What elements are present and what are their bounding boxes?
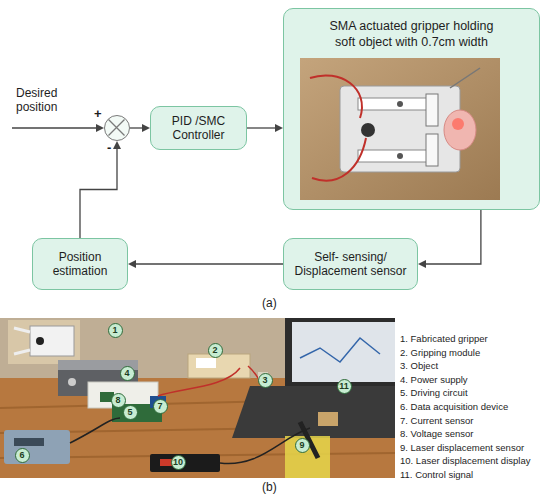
flow-arrow	[128, 260, 283, 268]
sign-label: -	[107, 141, 111, 154]
arrow-head	[96, 124, 104, 132]
callout-number: 6	[15, 448, 30, 463]
soft-object	[444, 110, 476, 150]
knob	[68, 378, 76, 386]
plot-line	[300, 338, 380, 362]
connector-line	[130, 127, 142, 128]
wire	[450, 68, 480, 88]
part-list-item: 1. Fabricated gripper	[400, 333, 488, 345]
part-list-item: 8. Voltage sensor	[400, 428, 473, 440]
subfigure-label: (b)	[262, 480, 277, 494]
callout-number: 8	[111, 393, 126, 408]
gripper-finger	[426, 94, 438, 126]
part-list-item: 7. Current sensor	[400, 415, 473, 427]
laser-sensor	[318, 412, 338, 426]
callout-number: 7	[153, 399, 168, 414]
arrow-head	[128, 260, 136, 268]
connector-line	[247, 127, 275, 128]
sensor-box: Self- sensing/ Displacement sensor	[283, 238, 418, 290]
pivot	[36, 337, 44, 345]
screw	[397, 101, 403, 107]
estimation-box: Position estimation	[32, 238, 128, 290]
cross-line	[109, 120, 125, 136]
laser-display	[150, 454, 220, 472]
pivot	[361, 123, 375, 137]
module-part	[196, 358, 216, 368]
callout-number: 11	[337, 379, 352, 394]
flow-arrow	[80, 141, 121, 238]
node-text: Self- sensing/ Displacement sensor	[284, 250, 417, 278]
callout-number: 1	[108, 323, 123, 338]
wire	[158, 368, 240, 396]
gripper	[30, 326, 74, 356]
gripper-finger	[14, 328, 30, 354]
controller-box: PID /SMC Controller	[150, 106, 247, 150]
laptop-screen	[285, 318, 395, 386]
part-list-item: 3. Object	[400, 360, 438, 372]
screw	[397, 153, 403, 159]
callout-number: 9	[295, 438, 310, 453]
gripping-module	[188, 354, 250, 378]
sign-label: +	[94, 107, 102, 120]
gripper-arm	[358, 98, 428, 110]
part-list-item: 2. Gripping module	[400, 347, 480, 359]
daq-device	[4, 430, 70, 464]
gripper-finger	[426, 134, 438, 166]
cross-symbol	[105, 116, 128, 139]
part-list-item: 6. Data acquisition device	[400, 401, 508, 413]
arrow-head	[275, 124, 283, 132]
node-text: Position estimation	[33, 250, 127, 278]
daq-label	[14, 438, 44, 446]
node-text: SMA actuated gripper holding soft object…	[315, 18, 508, 50]
setup-photo	[0, 318, 395, 478]
flow-arrow	[130, 124, 150, 132]
connector-line	[136, 263, 283, 264]
arrow-head	[418, 260, 426, 268]
arrow-head	[113, 141, 121, 149]
flow-arrow	[418, 210, 481, 268]
callout-number: 3	[258, 373, 273, 388]
part-list-item: 4. Power supply	[400, 374, 468, 386]
callout-number: 2	[208, 343, 223, 358]
callout-number: 10	[171, 455, 186, 470]
wood-board	[300, 58, 500, 200]
wire	[70, 418, 120, 443]
gripper-arm	[358, 150, 428, 162]
gripper-photo	[300, 58, 500, 200]
laptop-keyboard	[232, 386, 395, 438]
callout-number: 5	[123, 405, 138, 420]
part-list-item: 5. Driving circuit	[400, 387, 468, 399]
arrow-head	[142, 124, 150, 132]
subfigure-label: (a)	[262, 296, 277, 310]
part-list-item: 10. Laser displacement display	[400, 455, 530, 467]
part-list-item: 9. Laser displacement sensor	[400, 442, 524, 454]
wire	[220, 428, 310, 464]
callout-number: 4	[120, 366, 135, 381]
wire	[312, 138, 366, 181]
input-line	[12, 127, 97, 128]
object-highlight	[452, 118, 464, 130]
flow-arrow	[247, 124, 283, 132]
connector-line	[426, 210, 481, 264]
node-text: PID /SMC Controller	[151, 114, 246, 142]
input-label: Desired position	[16, 86, 72, 114]
screen-content	[292, 322, 395, 382]
summing-junction: +-	[104, 115, 130, 141]
gripper-board	[8, 320, 80, 364]
sensor-stand	[285, 436, 330, 478]
part-list-item: 11. Control signal	[400, 469, 473, 481]
wire	[310, 75, 362, 118]
connector-line	[80, 149, 117, 238]
